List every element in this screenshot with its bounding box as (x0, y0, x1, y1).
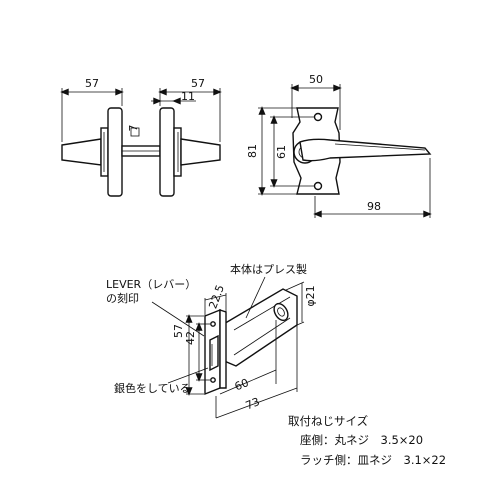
label-lever-marking-line2: の刻印 (106, 291, 139, 305)
dim-face-inner: 42 (184, 322, 210, 382)
dim-plate-height: 81 (246, 106, 300, 196)
front-view: 50 81 61 98 (246, 73, 432, 218)
label-lever-marking-line1: LEVER（レバー） (106, 278, 196, 291)
dim-label-73: 73 (244, 395, 262, 412)
label-silver-color: 銀色をしている (114, 381, 191, 395)
front-lever-arm (299, 138, 432, 162)
screw-size-title: 取付ねじサイズ (288, 414, 368, 428)
dim-label-22-5: 22.5 (206, 283, 227, 310)
dim-label-57-right: 57 (191, 77, 205, 90)
dim-label-81: 81 (246, 144, 259, 158)
dim-backset: 60 (215, 320, 277, 418)
dim-lever-reach: 98 (313, 158, 432, 218)
dim-label-42: 42 (184, 331, 197, 345)
latch-view: 22.5 φ21 57 42 (151, 276, 317, 419)
dim-hole-pitch: 61 (270, 115, 315, 188)
leader-lever-marking (151, 301, 205, 337)
dim-front-lever-length: 57 (60, 77, 124, 142)
bottom-screw-hole (313, 181, 323, 191)
right-lever (159, 107, 221, 197)
leader-press-body (245, 276, 266, 319)
screw-latch-side: ラッチ側：皿ネジ 3.1×22 (300, 453, 446, 467)
left-lever (61, 107, 123, 197)
dim-case-dia: φ21 (285, 281, 317, 326)
latch-case (221, 288, 298, 367)
dim-label-98: 98 (367, 200, 381, 213)
dim-rear-lever-length: 57 (158, 77, 222, 142)
side-view: 57 57 11 7 (60, 77, 222, 197)
latch-bolt (209, 334, 219, 372)
dim-label-57-face: 57 (172, 324, 185, 338)
dim-spindle-square: 7 (127, 125, 140, 132)
dim-label-7: 7 (127, 125, 140, 132)
dim-label-61: 61 (275, 145, 288, 159)
dim-label-phi21: φ21 (304, 285, 317, 306)
dim-label-60: 60 (233, 376, 251, 393)
dim-label-57-left: 57 (85, 77, 99, 90)
leader-silver-color (167, 367, 209, 384)
dim-face-height: 57 (172, 314, 204, 396)
dim-latch-total: 73 (215, 325, 298, 419)
dim-label-11: 11 (181, 90, 195, 103)
dim-plate-width: 50 (290, 73, 342, 130)
label-press-body: 本体はプレス製 (230, 262, 307, 276)
dim-spindle-gap: 11 (151, 90, 196, 105)
top-screw-hole (313, 112, 323, 122)
dim-label-50: 50 (309, 73, 323, 86)
screw-seat-side: 座側：丸ネジ 3.5×20 (300, 433, 423, 447)
